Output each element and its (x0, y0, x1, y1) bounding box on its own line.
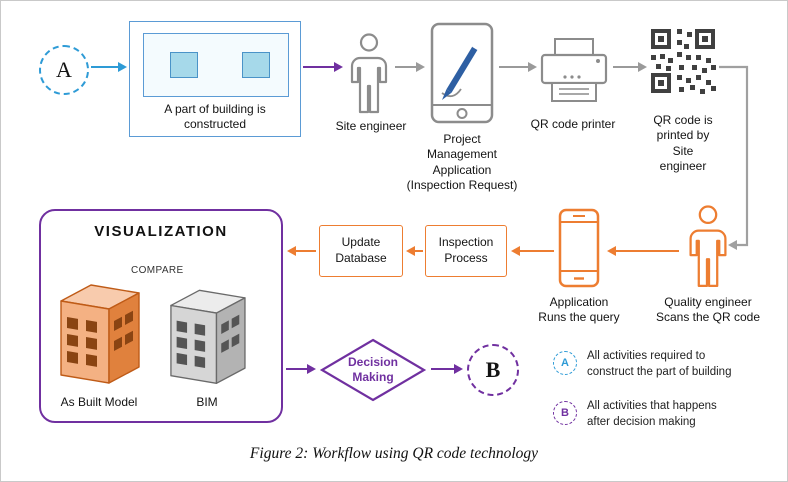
arrow-head (406, 246, 415, 256)
project-management-app-tablet-icon (430, 22, 494, 124)
bim-building-icon (170, 289, 246, 384)
arrow-app-to-printer (499, 62, 537, 72)
arrow-shaft (415, 249, 423, 253)
arrow-head (638, 62, 647, 72)
quality-engineer-label: Quality engineer Scans the QR code (655, 295, 761, 325)
figure-caption: Figure 2: Workflow using QR code technol… (249, 445, 539, 462)
arrow-head (454, 364, 463, 374)
bim-label: BIM (196, 395, 218, 409)
end-circle-b: B (467, 344, 519, 396)
legend-symbol-a: A (553, 351, 577, 375)
diamond-shape (319, 338, 427, 402)
arrow-shaft (613, 65, 638, 69)
arrow-engineer-to-phone (607, 246, 679, 256)
connector-qr-to-quality-engineer (719, 65, 749, 250)
site-engineer-person-icon (350, 33, 388, 114)
as-built-model-building-icon (60, 284, 140, 384)
arrow-inspection-to-update (406, 246, 423, 256)
arrow-shaft (395, 65, 416, 69)
decision-making-label: Decision Making (347, 355, 398, 384)
arrow-decision-to-end (431, 364, 463, 374)
smartphone-icon (558, 208, 600, 288)
arrow-shaft (520, 249, 554, 253)
printer-icon (540, 38, 608, 102)
legend-text-a: All activities required to construct the… (587, 350, 732, 378)
legend-symbol-b-letter: B (561, 407, 569, 419)
building-constructed-box: A part of building is constructed (129, 21, 301, 137)
building-window-left (170, 52, 198, 78)
visualization-title: VISUALIZATION (94, 223, 228, 240)
quality-engineer-person-icon (689, 205, 727, 288)
arrow-head (287, 246, 296, 256)
arrow-visualization-to-decision (286, 364, 316, 374)
arrow-update-to-visualization (287, 246, 316, 256)
arrow-shaft (286, 367, 307, 371)
arrow-shaft (499, 65, 528, 69)
legend-symbol-b: B (553, 401, 577, 425)
decision-making-diamond: Decision Making (319, 337, 427, 403)
application-query-label: Application Runs the query (538, 295, 620, 325)
building-illustration (143, 33, 289, 97)
arrow-start-to-building (91, 62, 127, 72)
arrow-head (307, 364, 316, 374)
arrow-shaft (303, 65, 334, 69)
as-built-model-label: As Built Model (60, 395, 138, 409)
qr-code-printer-label: QR code printer (530, 117, 616, 131)
start-circle-a: A (39, 45, 89, 95)
legend-text-b: All activities that happens after decisi… (587, 400, 717, 428)
update-database-box: Update Database (319, 225, 403, 277)
arrow-head (118, 62, 127, 72)
arrow-shaft (616, 249, 679, 253)
qr-code-icon (651, 29, 716, 94)
arrow-shaft (296, 249, 316, 253)
arrow-head (334, 62, 343, 72)
start-circle-a-label: A (56, 57, 72, 82)
project-management-app-label: Project Management Application (Inspecti… (406, 132, 518, 193)
arrow-engineer-to-app (395, 62, 425, 72)
compare-label: COMPARE (131, 265, 184, 276)
arrow-shaft (431, 367, 454, 371)
building-window-right (242, 52, 270, 78)
qr-printed-label: QR code is printed by Site engineer (653, 113, 713, 174)
inspection-process-box: Inspection Process (425, 225, 507, 277)
site-engineer-label: Site engineer (335, 119, 407, 133)
building-constructed-label: A part of building is constructed (164, 102, 266, 132)
arrow-phone-to-inspection (511, 246, 554, 256)
arrow-shaft (91, 65, 118, 69)
visualization-box: VISUALIZATION COMPARE As Built Model (39, 209, 283, 423)
legend-symbol-a-letter: A (561, 357, 569, 369)
arrow-head (511, 246, 520, 256)
arrow-printer-to-qr (613, 62, 647, 72)
arrow-head (416, 62, 425, 72)
arrow-head (607, 246, 616, 256)
end-circle-b-label: B (485, 357, 501, 382)
arrow-head (528, 62, 537, 72)
arrow-building-to-engineer (303, 62, 343, 72)
